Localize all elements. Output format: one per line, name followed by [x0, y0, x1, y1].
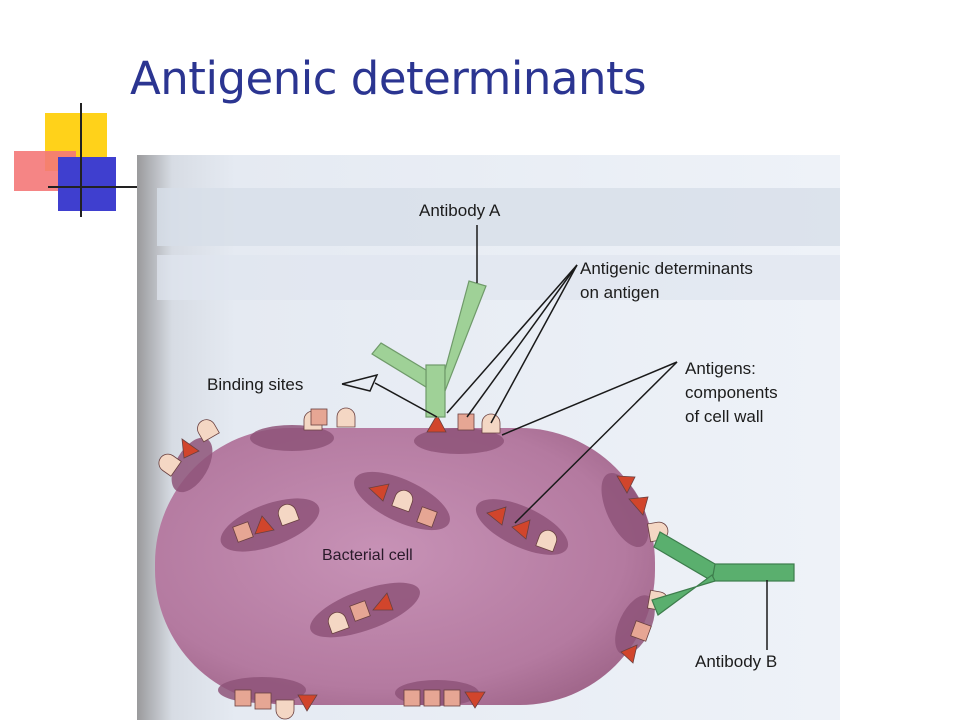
label-antigens-line2: components — [685, 383, 778, 402]
determinant-dome-marker — [197, 419, 220, 443]
determinant-square-marker — [349, 600, 371, 622]
determinant-square-marker — [232, 521, 254, 543]
determinant-triangle-marker — [616, 475, 636, 494]
determinant-square-marker — [310, 408, 328, 426]
determinant-dome-marker — [277, 503, 300, 527]
label-bacterial-cell: Bacterial cell — [322, 547, 413, 564]
determinant-triangle-marker — [620, 644, 638, 664]
determinant-triangle-marker — [628, 496, 649, 516]
faded-table-header — [157, 188, 840, 246]
antigen-patch — [171, 437, 213, 493]
decorative-squares — [14, 103, 148, 217]
determinant-triangle-marker — [486, 506, 507, 526]
label-antigenic-determinants-line2: on antigen — [580, 283, 659, 302]
antibody-b-upper-arm — [653, 531, 716, 582]
antibody-b-lower-arm — [651, 574, 716, 616]
determinant-square-marker — [254, 692, 272, 710]
antibody-a — [371, 280, 487, 418]
determinant-triangle-marker — [511, 519, 531, 540]
antigenic-determinant-markers — [158, 407, 669, 720]
determinant-dome-marker — [327, 611, 350, 635]
determinant-square-marker — [403, 689, 421, 707]
faded-table-row — [157, 255, 840, 300]
label-antigens-line1: Antigens: — [685, 359, 756, 378]
determinant-dome-marker — [391, 489, 414, 513]
antigen-patch — [601, 472, 649, 548]
determinant-dome-marker — [158, 453, 182, 477]
determinant-triangle-marker — [372, 592, 394, 611]
determinant-triangle-marker — [297, 694, 318, 712]
determinant-square-marker — [234, 689, 252, 707]
determinant-triangle-marker — [464, 691, 486, 709]
antibody-b — [651, 531, 795, 616]
antibody-a-stem — [425, 364, 446, 418]
determinant-square-marker — [443, 689, 461, 707]
deco-blue-square — [58, 157, 116, 211]
label-antigenic-determinants-line1: Antigenic determinants — [580, 259, 753, 278]
determinant-triangle-marker — [368, 483, 390, 502]
label-binding-sites: Binding sites — [207, 375, 303, 394]
leader-lines — [341, 225, 768, 650]
determinant-square-marker — [423, 689, 441, 707]
slide-title: Antigenic determinants — [130, 52, 647, 105]
determinant-dome-marker — [535, 529, 558, 553]
determinant-dome-marker — [336, 407, 356, 428]
antibody-b-stem — [711, 563, 795, 582]
antigen-diagram: Antibody A Antigenic determinants on ant… — [137, 155, 840, 720]
label-antigens-line3: of cell wall — [685, 407, 763, 426]
determinant-triangle-marker — [426, 414, 447, 433]
determinant-square-marker — [416, 506, 438, 528]
antigen-patch — [414, 428, 504, 454]
antibody-a-right-arm — [444, 280, 487, 392]
determinant-square-marker — [457, 413, 475, 431]
label-antibody-b: Antibody B — [695, 652, 777, 671]
determinant-triangle-marker — [181, 438, 200, 459]
label-antibody-a: Antibody A — [419, 201, 501, 220]
determinant-square-marker — [630, 620, 652, 642]
bacterial-cell-body — [155, 428, 655, 705]
antigen-patch — [250, 425, 334, 451]
antibody-a-left-arm — [371, 342, 427, 389]
determinant-triangle-marker — [254, 515, 275, 535]
determinant-dome-marker — [481, 413, 501, 434]
determinant-dome-marker — [275, 699, 295, 720]
